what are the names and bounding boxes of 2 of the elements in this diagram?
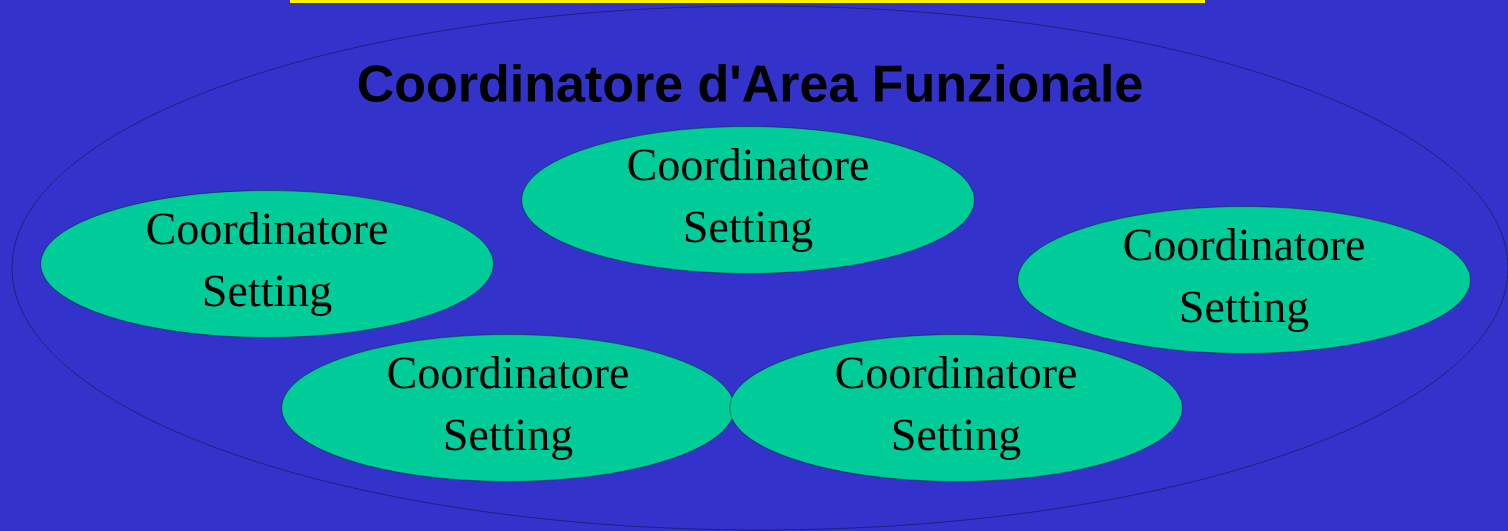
outer-ellipse — [11, 5, 1508, 531]
heading: Coordinatore d'Area Funzionale — [358, 63, 1142, 103]
